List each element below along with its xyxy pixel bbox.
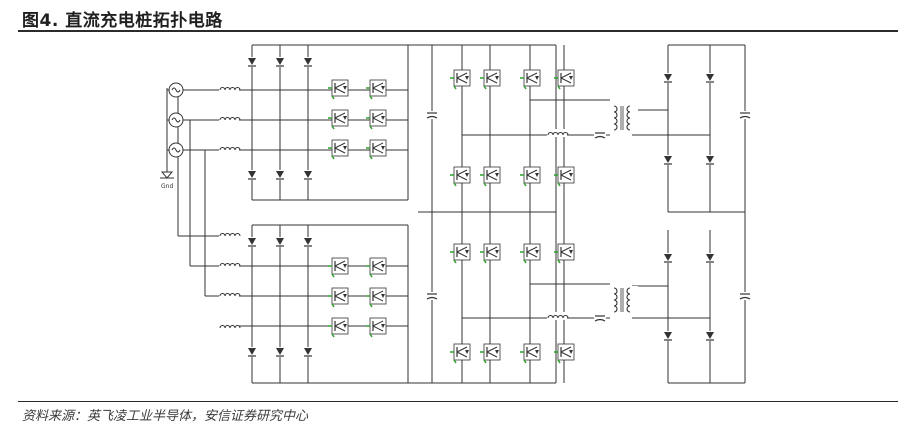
igbt-switch-symbol [520, 166, 541, 187]
figure-title: 图4. 直流充电桩拓扑电路 [22, 11, 223, 31]
circuit-svg: Gnd [160, 44, 751, 384]
diode-symbol [275, 347, 285, 357]
diode-symbol [275, 170, 285, 180]
diode-symbol [303, 170, 313, 180]
inductor-symbol [219, 290, 241, 298]
capacitor-symbol [594, 314, 606, 322]
diode-symbol [275, 237, 285, 247]
inductor-symbol [219, 144, 241, 152]
capacitor-symbol [594, 131, 606, 139]
capacitor-symbol [426, 292, 438, 300]
diode-symbol [247, 237, 257, 247]
igbt-switch-symbol [366, 287, 387, 308]
igbt-switch-symbol [366, 139, 387, 160]
igbt-switch-symbol [450, 243, 471, 264]
transformer-symbol [612, 286, 638, 316]
igbt-switch-symbol [366, 317, 387, 338]
diode-symbol [705, 73, 715, 83]
diode-symbol [663, 331, 673, 341]
igbt-switch-symbol [366, 257, 387, 278]
source-note: 资料来源：英飞凌工业半导体，安信证券研究中心 [22, 409, 309, 424]
igbt-switch-symbol [520, 69, 541, 90]
igbt-switch-symbol [554, 166, 575, 187]
diode-symbol [247, 170, 257, 180]
igbt-switch-symbol [554, 69, 575, 90]
diode-symbol [705, 331, 715, 341]
capacitor-symbol [739, 111, 751, 119]
capacitor-symbol [739, 292, 751, 300]
circuit-diagram: Gnd [0, 36, 919, 396]
diode-symbol [303, 57, 313, 67]
igbt-switch-symbol [328, 79, 349, 100]
inductor-symbol [219, 230, 241, 238]
igbt-switch-symbol [328, 109, 349, 130]
capacitor-symbol [426, 111, 438, 119]
igbt-switch-symbol [328, 317, 349, 338]
igbt-switch-symbol [480, 69, 501, 90]
diode-symbol [247, 347, 257, 357]
ac-source-symbol [168, 142, 184, 158]
diode-symbol [663, 155, 673, 165]
igbt-switch-symbol [328, 139, 349, 160]
diode-symbol [303, 237, 313, 247]
inductor-symbol [219, 260, 241, 268]
inductor-symbol [219, 84, 241, 92]
igbt-switch-symbol [450, 343, 471, 364]
igbt-switch-symbol [520, 243, 541, 264]
igbt-switch-symbol [520, 343, 541, 364]
igbt-switch-symbol [480, 243, 501, 264]
diode-symbol [663, 73, 673, 83]
source-divider [18, 401, 898, 402]
ac-source-symbol [168, 82, 184, 98]
diode-symbol [247, 57, 257, 67]
figure-title-bar: 图4. 直流充电桩拓扑电路 [18, 4, 898, 32]
diode-symbol [705, 253, 715, 263]
igbt-switch-symbol [366, 79, 387, 100]
inductor-symbol [547, 129, 569, 137]
igbt-switch-symbol [328, 257, 349, 278]
inductor-symbol [219, 114, 241, 122]
ac-source-symbol [168, 112, 184, 128]
igbt-switch-symbol [480, 166, 501, 187]
igbt-switch-symbol [450, 69, 471, 90]
igbt-switch-symbol [328, 287, 349, 308]
igbt-switch-symbol [554, 343, 575, 364]
ground-label: Gnd [161, 183, 173, 190]
igbt-switch-symbol [480, 343, 501, 364]
igbt-switch-symbol [554, 243, 575, 264]
igbt-switch-symbol [366, 109, 387, 130]
diode-symbol [275, 57, 285, 67]
diode-symbol [303, 347, 313, 357]
igbt-switch-symbol [450, 166, 471, 187]
ground-symbol [160, 171, 174, 179]
inductor-symbol [219, 322, 241, 330]
diode-symbol [705, 155, 715, 165]
transformer-symbol [612, 104, 638, 134]
inductor-symbol [547, 312, 569, 320]
diode-symbol [663, 253, 673, 263]
